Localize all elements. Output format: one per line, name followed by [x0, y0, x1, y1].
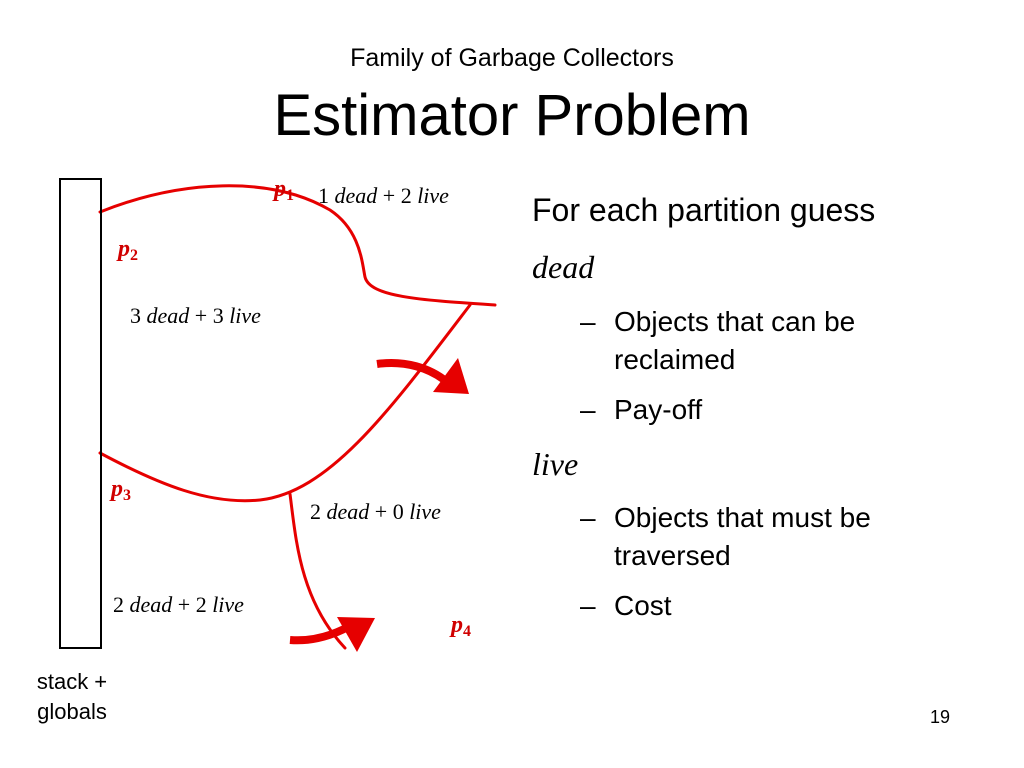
sub-item-text: Objects that must be traversed [614, 502, 871, 571]
partition-boundary-p2-p3 [98, 303, 472, 503]
dash: – [580, 502, 596, 533]
count-label-p1: 1 dead + 2 live [318, 183, 449, 208]
stack-label-line2: globals [37, 699, 107, 724]
partition-label-p3: p3 [111, 476, 131, 504]
sub-item-text: Pay-off [614, 394, 703, 425]
sub-item-reclaimed: – Objects that can be reclaimed [580, 303, 980, 379]
sub-item-cost: – Cost [580, 587, 980, 625]
sub-item-traversed: – Objects that must be traversed [580, 499, 980, 575]
bullet-term-dead: dead [532, 249, 595, 285]
slide-title: Estimator Problem [273, 83, 751, 148]
arrow-lower-head [337, 617, 375, 652]
partition-boundary-p1 [98, 184, 497, 307]
stack-label-line1: stack + [36, 669, 108, 694]
count-label-p4: 2 dead + 2 live [113, 592, 244, 617]
partition-label-p1: p1 [274, 176, 294, 204]
sub-item-payoff: – Pay-off [580, 391, 980, 429]
dash: – [580, 306, 596, 337]
bullet-intro: For each partition guess [532, 192, 876, 228]
arrow-upper-head [433, 358, 469, 394]
dash: – [580, 394, 596, 425]
count-label-p3: 2 dead + 0 live [310, 499, 441, 524]
partition-label-p4: p4 [451, 612, 471, 640]
count-label-p2: 3 dead + 3 live [130, 303, 261, 328]
partition-label-p2: p2 [118, 236, 138, 264]
stack-globals-box [59, 178, 102, 649]
page-number: 19 [930, 707, 951, 727]
sub-item-text: Objects that can be reclaimed [614, 306, 856, 375]
stack-globals-label: stack + globals [22, 667, 122, 727]
arrow-upper-curve [376, 359, 450, 386]
sub-item-text: Cost [614, 590, 672, 621]
bullet-term-live: live [532, 446, 579, 482]
dash: – [580, 590, 596, 621]
slide-subtitle: Family of Garbage Collectors [350, 44, 674, 72]
arrow-lower-curve [289, 622, 352, 645]
